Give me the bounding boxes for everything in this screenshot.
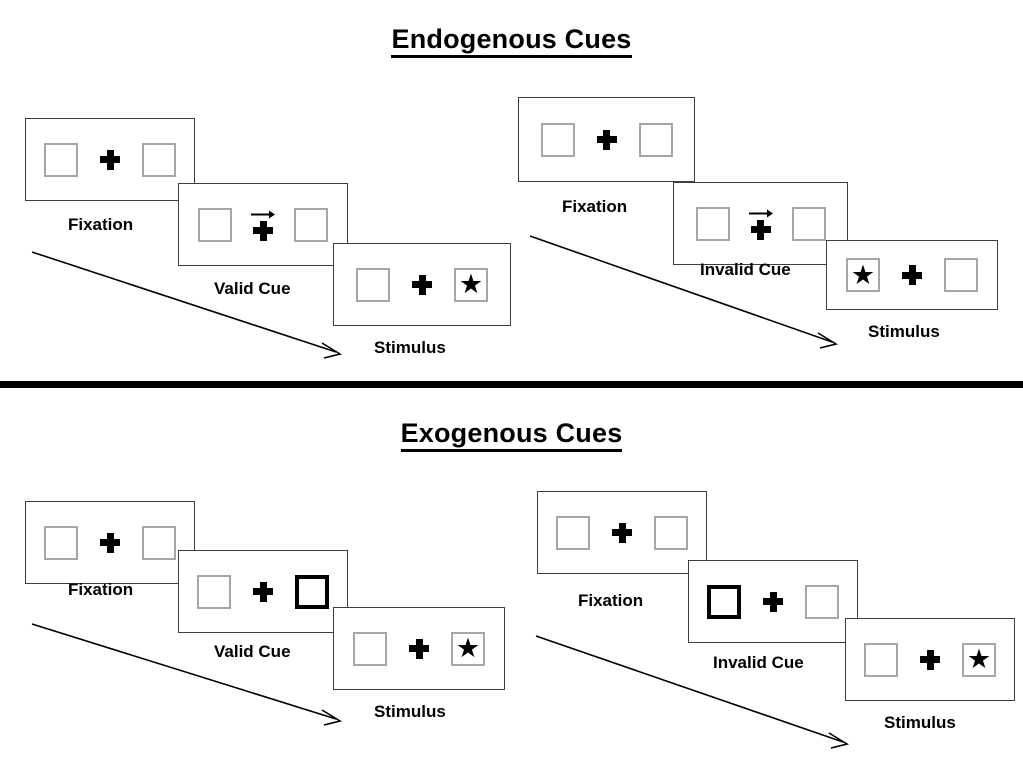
fixation-cross-icon: [902, 265, 922, 285]
placeholder-box-left: [356, 267, 390, 302]
display-endogenous-valid-stimulus: ★: [356, 267, 488, 302]
fixation-cross-icon: [253, 220, 273, 241]
target-box-left: ★: [846, 258, 880, 292]
star-target-icon: ★: [458, 269, 484, 299]
cue-center: [250, 209, 276, 241]
frame-endogenous-valid-fixation: [25, 118, 195, 201]
arrow-right-icon: [251, 210, 275, 218]
frame-exogenous-valid-cue: [178, 550, 348, 633]
frame-endogenous-invalid-cue: [673, 182, 848, 265]
star-target-icon: ★: [455, 633, 481, 663]
frame-exogenous-invalid-stimulus: ★: [845, 618, 1015, 701]
caption-exogenous-invalid-stimulus: Stimulus: [884, 713, 956, 732]
placeholder-box-right: [805, 584, 839, 619]
frame-exogenous-invalid-cue: [688, 560, 858, 643]
time-flow-arrow-endogenous-valid: [31, 251, 343, 359]
fixation-center: [902, 265, 922, 285]
fixation-cross-icon: [920, 649, 940, 670]
caption-exogenous-invalid-cue: Invalid Cue: [713, 653, 804, 672]
cued-box-left: [707, 584, 741, 619]
placeholder-box-left: [197, 574, 231, 609]
fixation-cross-icon: [612, 522, 632, 543]
fixation-center: [920, 649, 940, 670]
display-endogenous-invalid-stimulus: ★: [846, 258, 978, 292]
fixation-center: [253, 581, 273, 602]
placeholder-box-left: [353, 631, 387, 666]
placeholder-box-left: [198, 207, 232, 242]
placeholder-box-left: [44, 525, 78, 560]
section-title-exogenous-text: Exogenous Cues: [400, 418, 623, 452]
fixation-center: [596, 129, 617, 150]
placeholder-box-right: [638, 122, 673, 157]
fixation-cross-icon: [100, 149, 120, 170]
target-box-right: ★: [451, 631, 485, 666]
placeholder-box-left: [864, 642, 898, 677]
fixation-cross-icon: [596, 129, 617, 150]
fixation-center: [100, 532, 120, 553]
fixation-cross-icon: [750, 219, 771, 240]
section-title-endogenous: Endogenous Cues: [0, 24, 1023, 58]
placeholder-box-right: [294, 207, 328, 242]
time-flow-arrow-exogenous-invalid: [535, 635, 850, 749]
section-title-exogenous: Exogenous Cues: [0, 418, 1023, 452]
placeholder-box-left: [695, 206, 730, 241]
fixation-center: [409, 638, 429, 659]
frame-endogenous-invalid-fixation: [518, 97, 695, 182]
display-endogenous-invalid-cue: [695, 206, 826, 241]
display-exogenous-valid-fixation: [44, 525, 176, 560]
star-target-icon: ★: [966, 644, 992, 674]
display-endogenous-invalid-fixation: [540, 122, 673, 157]
caption-exogenous-valid-cue: Valid Cue: [214, 642, 291, 661]
placeholder-box-right: [142, 142, 176, 177]
frame-endogenous-valid-stimulus: ★: [333, 243, 511, 326]
fixation-center: [100, 149, 120, 170]
display-endogenous-valid-cue: [198, 207, 328, 242]
caption-exogenous-invalid-fixation: Fixation: [578, 591, 644, 610]
placeholder-box-right: [791, 206, 826, 241]
display-exogenous-valid-stimulus: ★: [353, 631, 485, 666]
fixation-center: [412, 274, 432, 295]
placeholder-box-left: [540, 122, 575, 157]
frame-exogenous-valid-stimulus: ★: [333, 607, 505, 690]
caption-endogenous-invalid-cue: Invalid Cue: [700, 260, 791, 279]
fixation-cross-icon: [100, 532, 120, 553]
frame-exogenous-invalid-fixation: [537, 491, 707, 574]
display-exogenous-invalid-fixation: [556, 515, 688, 550]
caption-exogenous-valid-fixation: Fixation: [68, 580, 134, 599]
section-title-endogenous-text: Endogenous Cues: [391, 24, 632, 58]
arrow-right-icon: [748, 209, 773, 217]
time-flow-arrow-endogenous-invalid: [529, 235, 839, 349]
placeholder-box-right: [654, 515, 688, 550]
display-exogenous-valid-cue: [197, 574, 329, 609]
placeholder-box-right: [944, 258, 978, 292]
caption-endogenous-valid-fixation: Fixation: [68, 215, 134, 234]
target-box-right: ★: [454, 267, 488, 302]
display-exogenous-invalid-cue: [707, 584, 839, 619]
cued-box-right: [295, 574, 329, 609]
display-exogenous-invalid-stimulus: ★: [864, 642, 996, 677]
frame-endogenous-invalid-stimulus: ★: [826, 240, 998, 310]
placeholder-box-left: [556, 515, 590, 550]
display-endogenous-valid-fixation: [44, 142, 176, 177]
star-target-icon: ★: [850, 259, 876, 290]
time-flow-arrow-exogenous-valid: [31, 623, 343, 726]
caption-endogenous-valid-stimulus: Stimulus: [374, 338, 446, 357]
fixation-cross-icon: [409, 638, 429, 659]
placeholder-box-right: [142, 525, 176, 560]
cue-center: [748, 208, 774, 240]
caption-endogenous-invalid-stimulus: Stimulus: [868, 322, 940, 341]
fixation-center: [612, 522, 632, 543]
caption-exogenous-valid-stimulus: Stimulus: [374, 702, 446, 721]
frame-endogenous-valid-cue: [178, 183, 348, 266]
fixation-center: [763, 591, 783, 612]
frame-exogenous-valid-fixation: [25, 501, 195, 584]
fixation-cross-icon: [253, 581, 273, 602]
placeholder-box-left: [44, 142, 78, 177]
fixation-cross-icon: [412, 274, 432, 295]
target-box-right: ★: [962, 642, 996, 677]
caption-endogenous-invalid-fixation: Fixation: [562, 197, 628, 216]
section-divider: [0, 381, 1023, 388]
fixation-cross-icon: [763, 591, 783, 612]
caption-endogenous-valid-cue: Valid Cue: [214, 279, 291, 298]
